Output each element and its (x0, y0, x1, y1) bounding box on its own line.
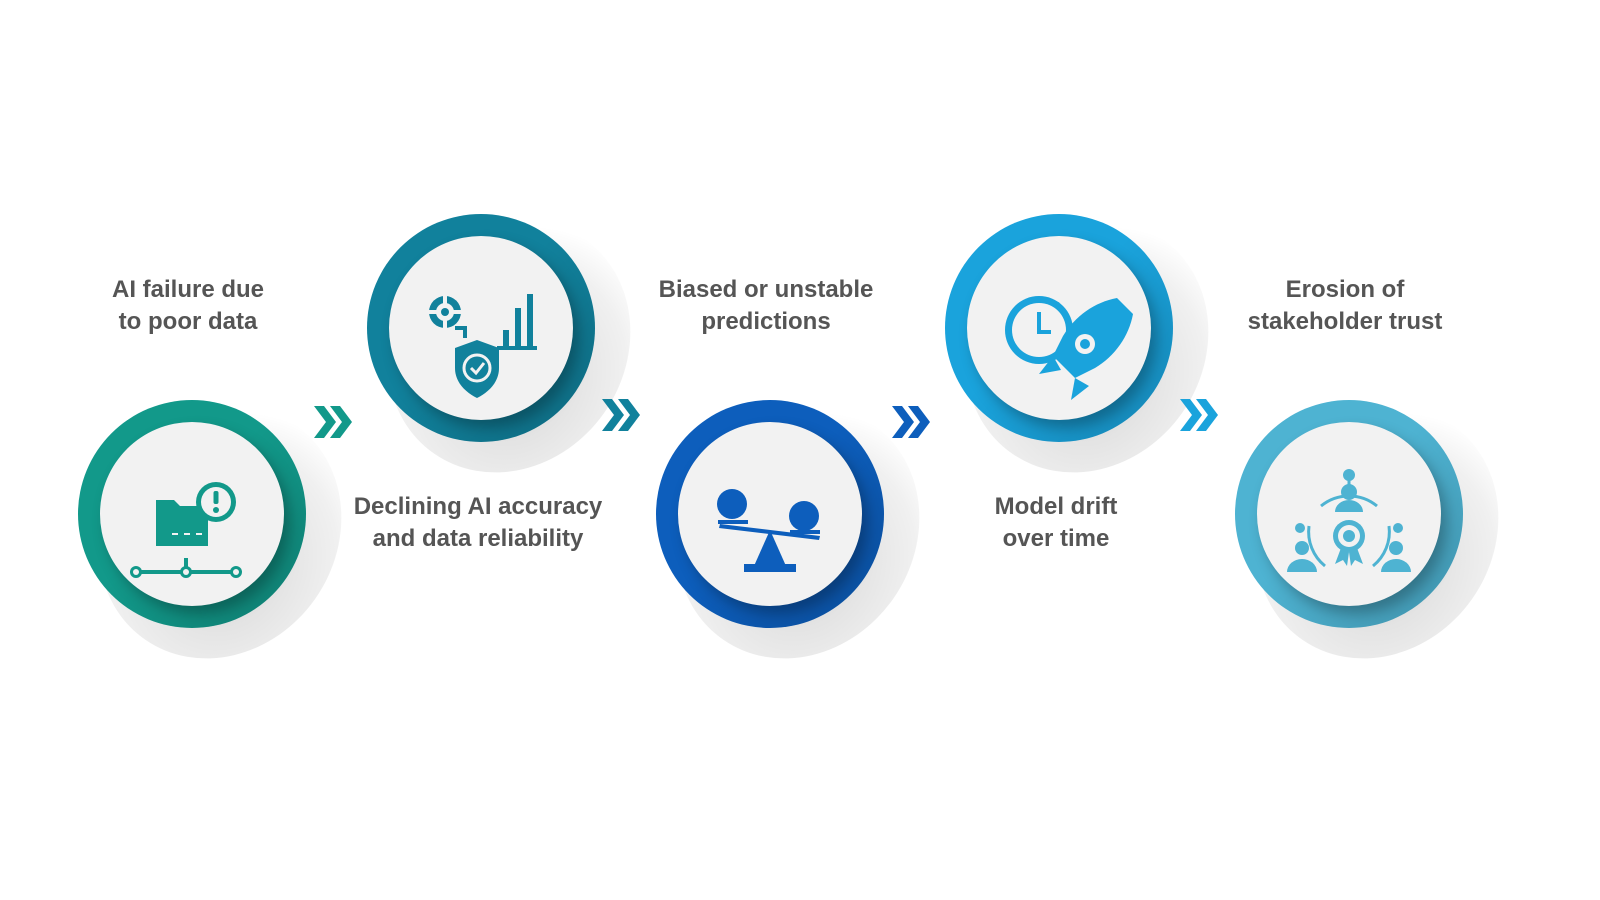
step-2-label: Declining AI accuracy and data reliabili… (318, 491, 638, 555)
stakeholder-network-icon (1287, 469, 1411, 572)
step-4-label: Model drift over time (896, 491, 1216, 555)
step-4-node (916, 171, 1258, 521)
step-5-label: Erosion of stakeholder trust (1185, 274, 1505, 338)
step-5-label-line-2: stakeholder trust (1247, 308, 1443, 335)
step-1-label-line-2: to poor data (118, 308, 258, 335)
step-4-label-line-1: Model drift (994, 493, 1118, 520)
step-5-label-line-1: Erosion of (1285, 276, 1405, 303)
balance-scale-icon (717, 489, 820, 572)
step-1-label: AI failure due to poor data (28, 274, 348, 338)
double-chevron-icon (1180, 399, 1218, 431)
shield-target-chart-icon (427, 294, 537, 398)
step-4-label-line-2: over time (1002, 525, 1110, 552)
step-1-node (49, 357, 391, 707)
step-1-label-line-1: AI failure due (111, 276, 265, 303)
step-2-node (338, 171, 680, 521)
step-2-label-line-2: and data reliability (372, 525, 584, 552)
step-3-node (627, 357, 969, 707)
step-3-label-line-2: predictions (701, 308, 831, 335)
step-3-label-line-1: Biased or unstable (658, 276, 874, 303)
double-chevron-icon (892, 406, 930, 438)
step-2-label-line-1: Declining AI accuracy (353, 493, 603, 520)
folder-network-alert-icon (130, 482, 242, 578)
step-5-node (1206, 357, 1548, 707)
double-chevron-icon (602, 399, 640, 431)
clock-rocket-icon (1005, 296, 1133, 400)
step-3-label: Biased or unstable predictions (606, 274, 926, 338)
double-chevron-icon (314, 406, 352, 438)
